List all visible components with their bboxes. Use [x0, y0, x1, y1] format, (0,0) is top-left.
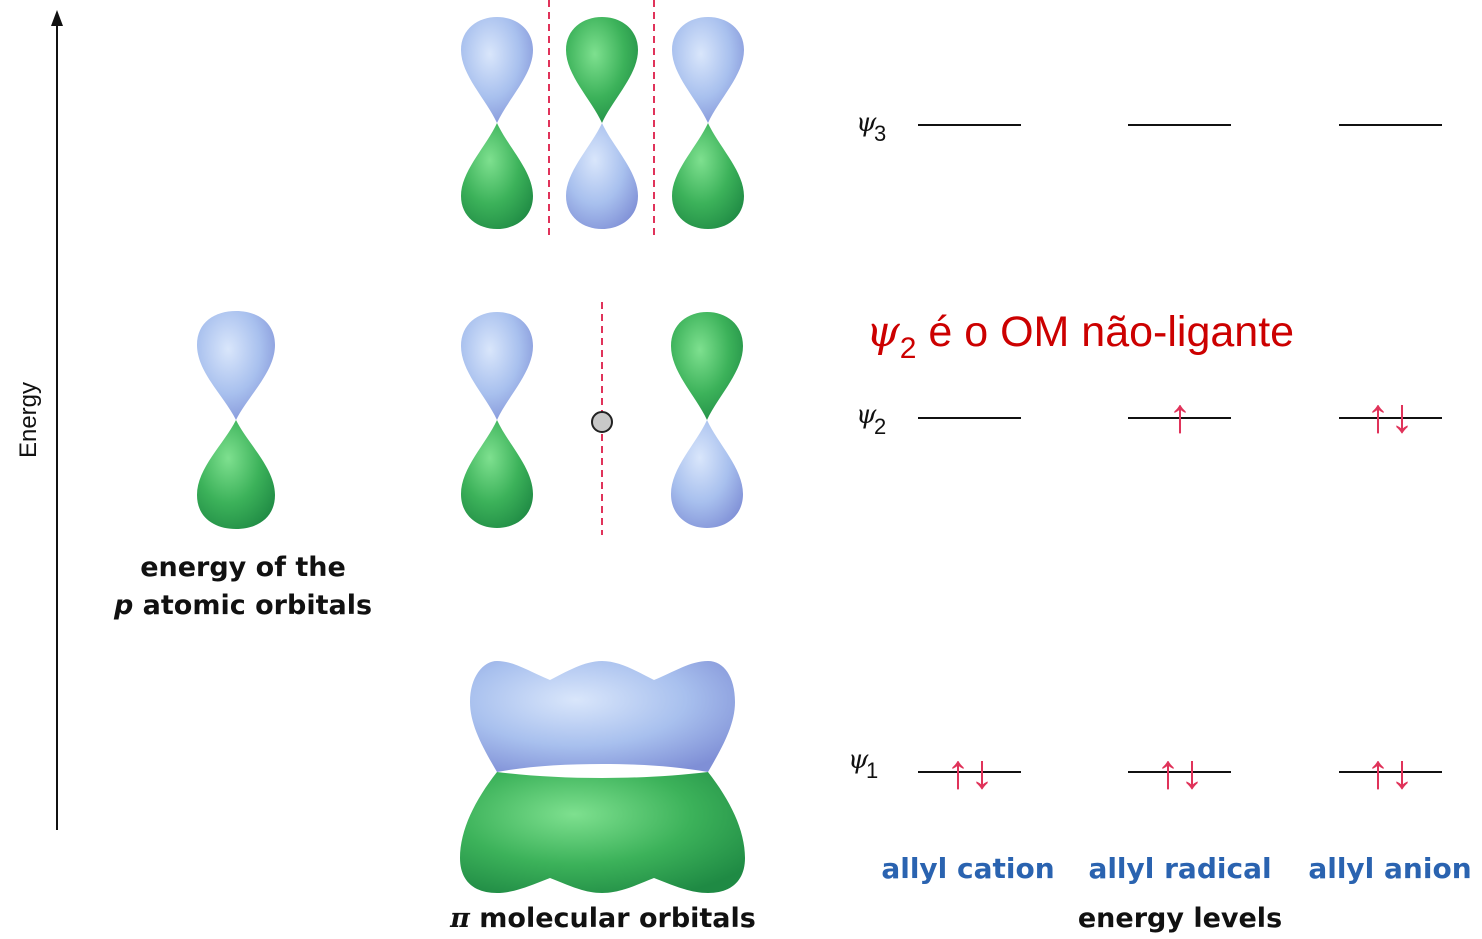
psi2-left-upper-lobe [461, 312, 533, 420]
psi3-orbital-set [461, 0, 744, 238]
psi3-symbol: ψ [856, 108, 877, 138]
electron-arrows: ↑ ↑↓ ↑↓ ↑↓ ↑↓ [946, 390, 1414, 799]
psi3-right-lower-lobe [672, 123, 744, 229]
nonbonding-annotation: ψ2 é o OM não-ligante [866, 307, 1294, 365]
energy-axis-arrowhead [51, 10, 63, 26]
psi2-left-lower-lobe [461, 420, 533, 528]
psi2-central-node-atom [591, 411, 613, 433]
psi2-symbol: ψ [856, 400, 877, 430]
molecular-orbitals-text: molecular orbitals [470, 903, 756, 934]
allyl-cation-label: allyl cation [881, 852, 1054, 885]
psi1-symbol: ψ [848, 745, 869, 775]
atomic-orbital-label-line2: p atomic orbitals [113, 590, 372, 621]
psi3-mid-lower-lobe [566, 123, 638, 229]
psi3-mid-upper-lobe [566, 17, 638, 123]
psi2-right-upper-lobe [671, 312, 743, 420]
annotation-text: é o OM não-ligante [916, 308, 1294, 356]
psi1-lower-lobe [460, 772, 745, 893]
p-letter: p [113, 590, 133, 621]
allyl-anion-label: allyl anion [1308, 852, 1471, 885]
psi2-orbital-set [461, 302, 743, 535]
p-atomic-orbital [197, 311, 275, 529]
pi-symbol: π [449, 903, 471, 934]
level-label-psi3: ψ 3 [856, 108, 886, 146]
energy-level-lines [918, 124, 1442, 773]
psi1-subscript: 1 [866, 758, 878, 783]
psi2-anion-electrons: ↑↓ [1366, 390, 1414, 443]
psi2-right-lower-lobe [671, 420, 743, 528]
psi1-anion-electrons: ↑↓ [1366, 746, 1414, 799]
species-labels: allyl cation allyl radical allyl anion [881, 852, 1471, 885]
psi1-upper-lobe [470, 661, 735, 772]
atomic-orbital-label-line1: energy of the [140, 552, 346, 583]
annotation-subscript: 2 [900, 332, 917, 365]
psi3-left-lower-lobe [461, 123, 533, 229]
level-label-psi1: ψ 1 [848, 745, 878, 783]
psi2-radical-electrons: ↑ [1168, 390, 1192, 443]
psi1-radical-electrons: ↑↓ [1156, 746, 1204, 799]
psi3-right-upper-lobe [672, 17, 744, 123]
psi3-left-upper-lobe [461, 17, 533, 123]
psi3-subscript: 3 [874, 121, 886, 146]
p-orbital-lower-lobe [197, 420, 275, 529]
energy-axis-label: Energy [15, 382, 42, 458]
level-label-psi2: ψ 2 [856, 400, 886, 439]
annotation-psi-symbol: ψ [866, 307, 901, 357]
atomic-orbitals-text: atomic orbitals [133, 590, 372, 621]
molecular-orbitals-label: π molecular orbitals [449, 903, 756, 934]
psi1-orbital [460, 661, 745, 893]
p-orbital-upper-lobe [197, 311, 275, 420]
allyl-radical-label: allyl radical [1088, 852, 1271, 885]
energy-levels-label: energy levels [1078, 903, 1282, 934]
psi2-subscript: 2 [874, 414, 886, 439]
psi1-cation-electrons: ↑↓ [946, 746, 994, 799]
